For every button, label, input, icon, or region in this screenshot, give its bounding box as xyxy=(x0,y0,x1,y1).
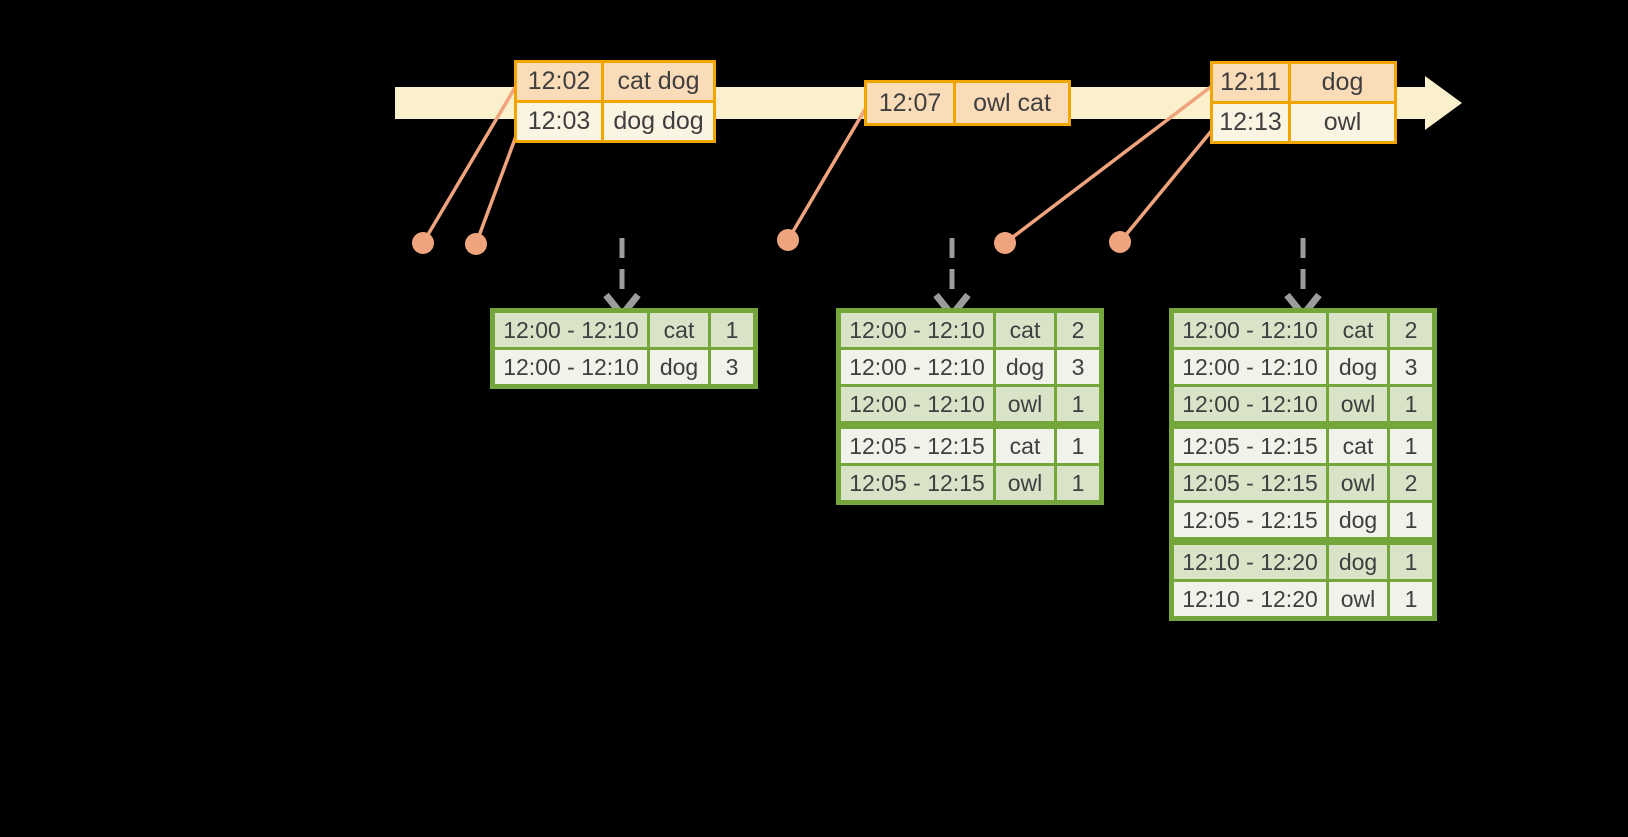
window-cell: 12:05 - 12:15 xyxy=(1174,429,1326,463)
event-row: 12:03 dog dog xyxy=(517,103,713,140)
event-time-cell: 12:13 xyxy=(1213,104,1288,141)
window-cell: 12:05 - 12:15 xyxy=(841,466,993,500)
window-cell: 12:05 - 12:15 xyxy=(841,429,993,463)
word-cell: dog xyxy=(1329,545,1387,579)
word-cell: dog xyxy=(1329,503,1387,537)
result-row: 12:00 - 12:10 owl 1 xyxy=(1174,387,1432,421)
timeline-arrowhead-icon xyxy=(1425,76,1462,130)
event-dot-icon xyxy=(777,229,799,251)
count-cell: 1 xyxy=(1390,545,1432,579)
result-table: 12:00 - 12:10 cat 2 12:00 - 12:10 dog 3 … xyxy=(836,308,1104,505)
word-cell: cat xyxy=(996,313,1054,347)
count-cell: 2 xyxy=(1057,313,1099,347)
event-table: 12:07 owl cat xyxy=(864,80,1071,126)
event-words-cell: dog xyxy=(1291,64,1394,101)
window-cell: 12:05 - 12:15 xyxy=(1174,503,1326,537)
word-cell: cat xyxy=(996,429,1054,463)
result-row: 12:05 - 12:15 owl 1 xyxy=(841,466,1099,500)
event-row: 12:02 cat dog xyxy=(517,63,713,100)
count-cell: 1 xyxy=(1390,582,1432,616)
count-cell: 3 xyxy=(711,350,753,384)
word-cell: cat xyxy=(1329,313,1387,347)
event-connector-line xyxy=(421,84,518,245)
window-cell: 12:00 - 12:10 xyxy=(841,387,993,421)
count-cell: 1 xyxy=(1390,429,1432,463)
event-connector-line xyxy=(786,104,869,242)
window-cell: 12:00 - 12:10 xyxy=(495,313,647,347)
window-cell: 12:00 - 12:10 xyxy=(1174,313,1326,347)
count-cell: 3 xyxy=(1390,350,1432,384)
result-row: 12:00 - 12:10 dog 3 xyxy=(495,350,753,384)
count-cell: 1 xyxy=(1390,387,1432,421)
window-cell: 12:10 - 12:20 xyxy=(1174,582,1326,616)
count-cell: 3 xyxy=(1057,350,1099,384)
event-time-cell: 12:02 xyxy=(517,63,601,100)
window-cell: 12:00 - 12:10 xyxy=(1174,387,1326,421)
count-cell: 2 xyxy=(1390,313,1432,347)
event-dot-icon xyxy=(412,232,434,254)
window-cell: 12:00 - 12:10 xyxy=(1174,350,1326,384)
count-cell: 1 xyxy=(1057,387,1099,421)
result-row: 12:00 - 12:10 cat 2 xyxy=(1174,313,1432,347)
word-cell: owl xyxy=(996,387,1054,421)
event-dot-icon xyxy=(465,233,487,255)
window-cell: 12:10 - 12:20 xyxy=(1174,545,1326,579)
result-table: 12:00 - 12:10 cat 2 12:00 - 12:10 dog 3 … xyxy=(1169,308,1437,621)
event-time-cell: 12:03 xyxy=(517,103,601,140)
word-cell: dog xyxy=(996,350,1054,384)
event-connector-line xyxy=(1003,84,1214,245)
event-words-cell: dog dog xyxy=(604,103,713,140)
event-table: 12:02 cat dog 12:03 dog dog xyxy=(514,60,716,143)
count-cell: 1 xyxy=(711,313,753,347)
word-cell: owl xyxy=(996,466,1054,500)
result-row: 12:05 - 12:15 dog 1 xyxy=(1174,503,1432,537)
event-dot-icon xyxy=(1109,231,1131,253)
window-cell: 12:00 - 12:10 xyxy=(841,313,993,347)
result-row: 12:00 - 12:10 cat 2 xyxy=(841,313,1099,347)
event-connector-line xyxy=(474,126,521,246)
event-time-cell: 12:11 xyxy=(1213,64,1288,101)
word-cell: owl xyxy=(1329,466,1387,500)
word-cell: owl xyxy=(1329,582,1387,616)
event-words-cell: cat dog xyxy=(604,63,713,100)
result-row: 12:05 - 12:15 owl 2 xyxy=(1174,466,1432,500)
count-cell: 1 xyxy=(1057,466,1099,500)
window-cell: 12:00 - 12:10 xyxy=(495,350,647,384)
count-cell: 2 xyxy=(1390,466,1432,500)
event-row: 12:07 owl cat xyxy=(867,83,1068,123)
word-cell: cat xyxy=(1329,429,1387,463)
result-row: 12:10 - 12:20 dog 1 xyxy=(1174,545,1432,579)
count-cell: 1 xyxy=(1057,429,1099,463)
result-table: 12:00 - 12:10 cat 1 12:00 - 12:10 dog 3 xyxy=(490,308,758,389)
event-words-cell: owl cat xyxy=(956,83,1068,123)
result-row: 12:10 - 12:20 owl 1 xyxy=(1174,582,1432,616)
window-cell: 12:05 - 12:15 xyxy=(1174,466,1326,500)
event-table: 12:11 dog 12:13 owl xyxy=(1210,61,1397,144)
event-time-cell: 12:07 xyxy=(867,83,953,123)
result-row: 12:05 - 12:15 cat 1 xyxy=(841,429,1099,463)
event-dot-icon xyxy=(994,232,1016,254)
event-row: 12:13 owl xyxy=(1213,104,1394,141)
window-cell: 12:00 - 12:10 xyxy=(841,350,993,384)
count-cell: 1 xyxy=(1390,503,1432,537)
result-row: 12:05 - 12:15 cat 1 xyxy=(1174,429,1432,463)
event-row: 12:11 dog xyxy=(1213,64,1394,101)
result-row: 12:00 - 12:10 dog 3 xyxy=(1174,350,1432,384)
event-words-cell: owl xyxy=(1291,104,1394,141)
word-cell: cat xyxy=(650,313,708,347)
word-cell: dog xyxy=(650,350,708,384)
result-row: 12:00 - 12:10 owl 1 xyxy=(841,387,1099,421)
event-connector-line xyxy=(1118,127,1215,244)
result-row: 12:00 - 12:10 cat 1 xyxy=(495,313,753,347)
word-cell: owl xyxy=(1329,387,1387,421)
word-cell: dog xyxy=(1329,350,1387,384)
result-row: 12:00 - 12:10 dog 3 xyxy=(841,350,1099,384)
